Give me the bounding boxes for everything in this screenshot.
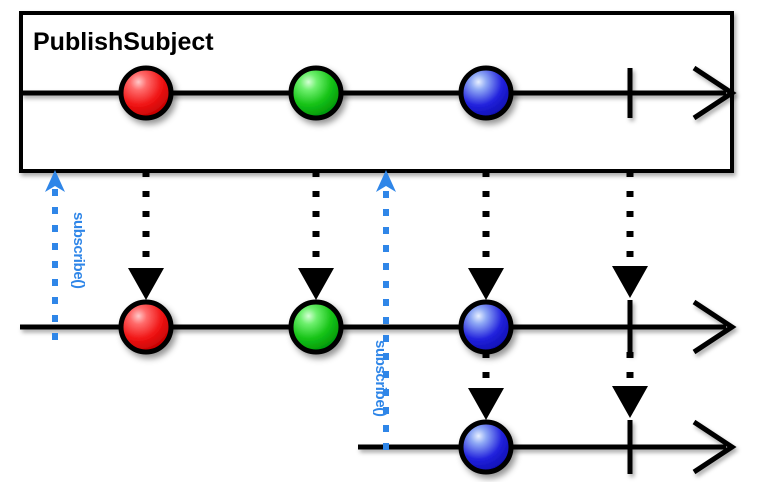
- subscriber-two-marbles-group: [458, 419, 514, 475]
- subscribe-arrow-one-head-icon: [45, 170, 65, 192]
- subscriber-one-marbles-group: [118, 299, 514, 355]
- subscriber-two-arrow-head-icon: [692, 419, 737, 475]
- subscribe-arrow-two[interactable]: subscribe(): [372, 170, 396, 450]
- subscribe-arrow-one[interactable]: subscribe(): [45, 170, 87, 340]
- marble-red-sub1: [118, 299, 174, 355]
- subscribe-arrow-one-label: subscribe(): [70, 212, 87, 289]
- emission-arrow-blue-sub1-head-icon: [468, 268, 504, 300]
- marble-blue-sub1: [458, 299, 514, 355]
- emission-arrow-green-head-icon: [298, 268, 334, 300]
- page-title: PublishSubject: [33, 28, 214, 56]
- emission-arrow-complete-sub2: [612, 352, 648, 418]
- emission-arrow-blue-sub2-head-icon: [468, 388, 504, 420]
- emission-arrow-complete-sub1: [612, 171, 648, 298]
- emission-arrow-complete-sub2-head-icon: [612, 386, 648, 418]
- source-arrow-head-icon: [692, 65, 737, 121]
- emission-arrow-red: [128, 171, 164, 300]
- marble-red-source: [118, 65, 174, 121]
- emission-arrow-complete-sub1-head-icon: [612, 266, 648, 298]
- marble-blue-source: [458, 65, 514, 121]
- subscriber-one-arrow-head-icon: [692, 299, 737, 355]
- emission-arrow-red-head-icon: [128, 268, 164, 300]
- marble-green-sub1: [288, 299, 344, 355]
- marble-green-source: [288, 65, 344, 121]
- source-marbles-group: [118, 65, 514, 121]
- subscribe-arrow-two-label: subscribe(): [372, 340, 389, 417]
- emission-arrows-sub2-group: [468, 352, 648, 420]
- emission-arrow-blue-sub2: [468, 352, 504, 420]
- emission-arrow-blue-sub1: [468, 171, 504, 300]
- subscribe-arrow-two-head-icon: [376, 170, 396, 192]
- marble-blue-sub2: [458, 419, 514, 475]
- subscriber-two-timeline-group: [358, 419, 737, 475]
- emission-arrows-sub1-group: [128, 171, 648, 300]
- emission-arrow-green: [298, 171, 334, 300]
